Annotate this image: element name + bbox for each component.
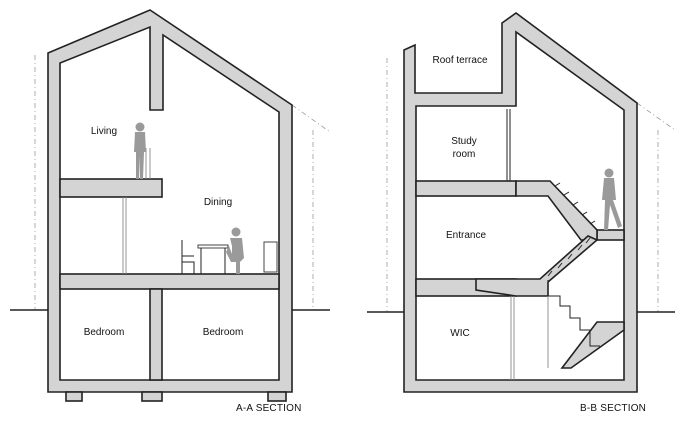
- building-shell: [403, 12, 638, 393]
- section-a-a: Living Dining Bedroom Bedroom A-A SECTIO…: [10, 9, 331, 414]
- landing-slab: [596, 229, 625, 241]
- room-label-bedroom: Bedroom: [203, 327, 244, 338]
- section-title: A-A SECTION: [236, 403, 302, 414]
- dining-table: [197, 244, 229, 274]
- room-label-living: Living: [91, 126, 117, 137]
- room-label-dining: Dining: [204, 197, 232, 208]
- upper-stair: [515, 180, 598, 241]
- footing: [65, 391, 83, 402]
- cabinet: [263, 241, 278, 273]
- dining-chair: [181, 240, 195, 274]
- building-shell: [47, 9, 293, 393]
- room-label-roof-terrace: Roof terrace: [432, 55, 487, 66]
- room-label-study-line2: room: [453, 149, 476, 160]
- section-title: B-B SECTION: [580, 403, 646, 414]
- reference-line: [636, 102, 676, 131]
- lower-stair: [475, 235, 599, 297]
- footing: [267, 391, 287, 402]
- upper-floor-slab: [59, 178, 163, 198]
- basement-stair: [560, 321, 625, 369]
- person-figure: [602, 168, 622, 230]
- room-label-entrance: Entrance: [446, 230, 486, 241]
- room-label-wic: WIC: [450, 328, 469, 339]
- room-label-study-line1: Study: [451, 136, 477, 147]
- stair-treads: [547, 182, 600, 347]
- section-b-b: Roof terrace Study room Entrance WIC B-B…: [367, 12, 676, 414]
- basement-divider-wall: [149, 288, 163, 381]
- ground-floor-slab: [59, 273, 280, 290]
- room-label-bedroom: Bedroom: [84, 327, 125, 338]
- person-figure: [134, 122, 146, 179]
- footing: [141, 391, 163, 402]
- seated-person-figure: [226, 227, 244, 274]
- reference-line: [291, 104, 331, 133]
- study-floor-slab: [415, 180, 517, 197]
